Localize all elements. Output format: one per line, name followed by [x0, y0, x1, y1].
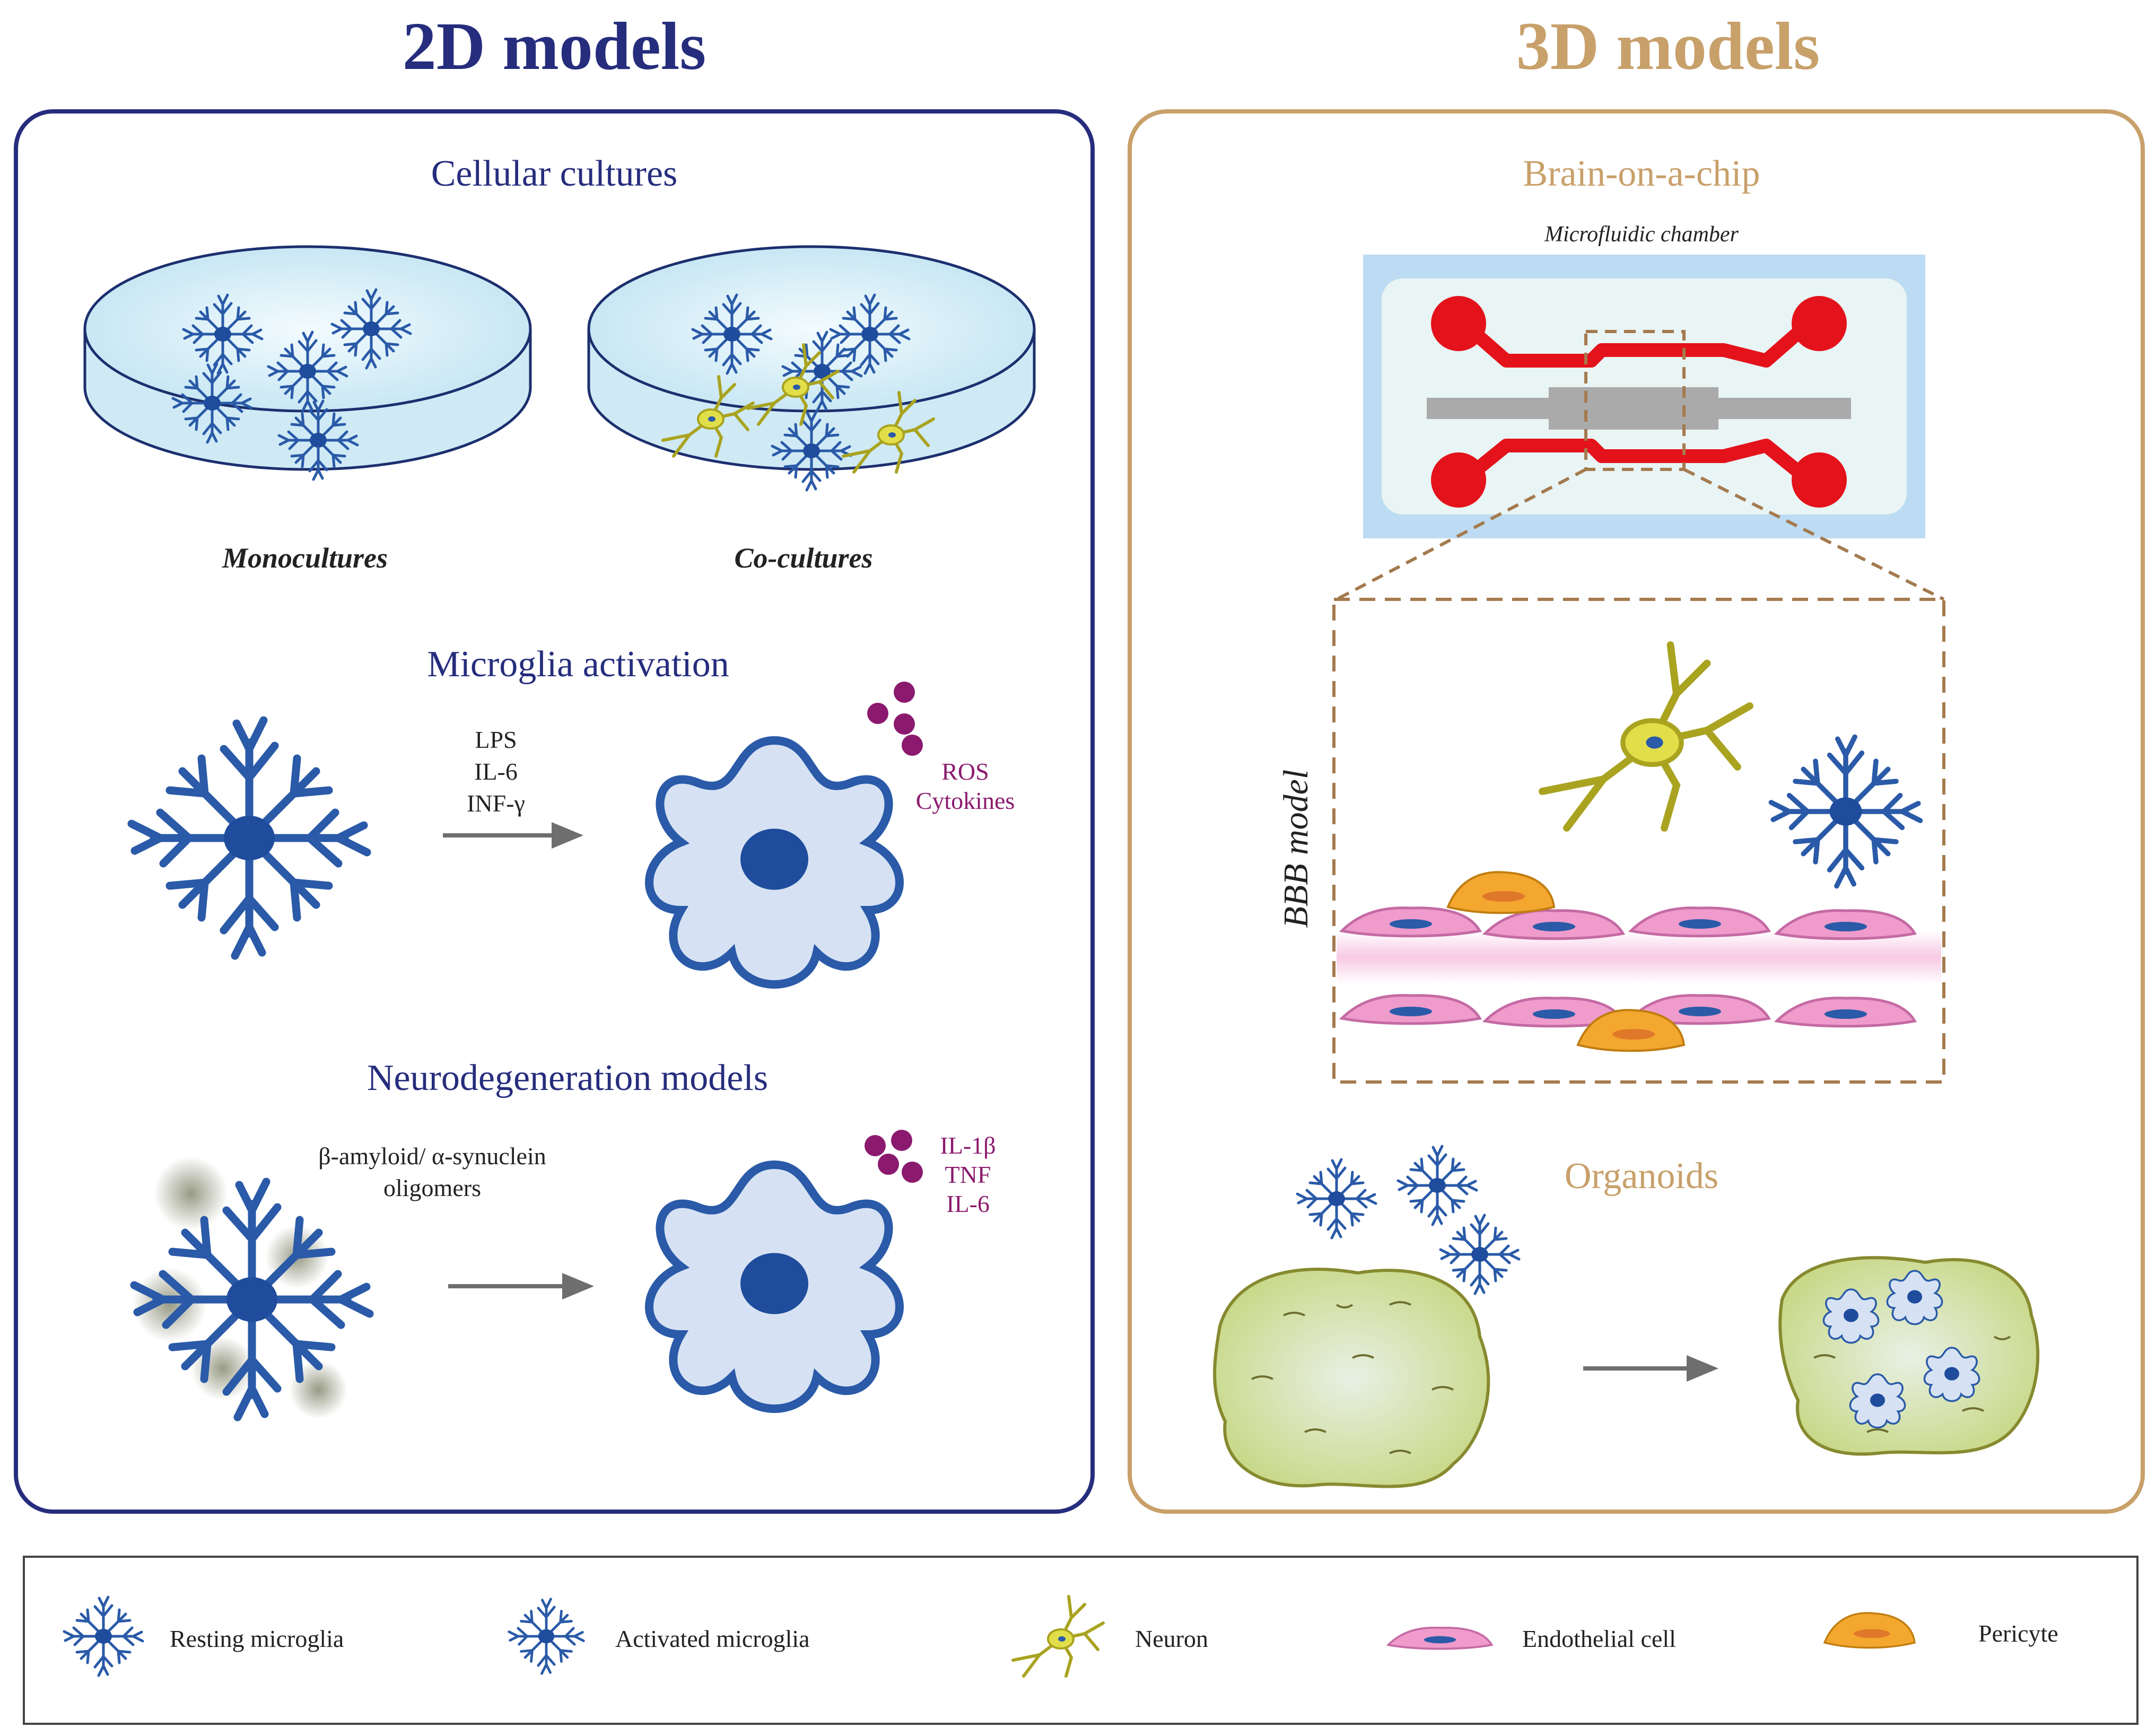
coculture-dish — [587, 245, 1036, 490]
neurodegeneration-arrow — [448, 1273, 594, 1299]
stimulus-inf-gamma: INF-γ — [467, 790, 525, 817]
label-cocultures: Co-cultures — [734, 542, 872, 574]
legend-item-neuron: Neuron — [1013, 1597, 1208, 1676]
output-il1b: IL-1β — [940, 1132, 996, 1159]
output-tnf: TNF — [945, 1161, 991, 1188]
label-monocultures: Monocultures — [222, 542, 388, 574]
legend-label-endothelial: Endothelial cell — [1522, 1625, 1676, 1652]
bbb-model-box — [1332, 598, 1945, 1084]
activation-arrow — [443, 822, 583, 849]
legend-label-pericyte: Pericyte — [1978, 1620, 2058, 1647]
activated-microglia-large — [649, 740, 900, 984]
organoid-left — [1213, 1268, 1490, 1488]
legend-label-activated: Activated microglia — [615, 1625, 810, 1652]
stimulus-lps: LPS — [475, 726, 517, 753]
label-microfluidic-chamber: Microfluidic chamber — [1544, 222, 1739, 247]
output-cytokines: Cytokines — [916, 787, 1015, 814]
resting-microglia-large — [132, 720, 367, 956]
heading-neurodegeneration: Neurodegeneration models — [367, 1058, 768, 1098]
heading-cellular-cultures: Cellular cultures — [431, 153, 678, 194]
legend-box — [23, 1556, 2138, 1725]
organoid-arrow — [1583, 1355, 1718, 1382]
ros-dots — [867, 682, 923, 756]
cytokine-dots — [865, 1130, 923, 1183]
organoid-right — [1778, 1256, 2040, 1456]
legend-item-resting: Resting microglia — [64, 1597, 344, 1676]
heading-brain-on-chip: Brain-on-a-chip — [1523, 153, 1760, 194]
legend-label-neuron: Neuron — [1135, 1625, 1208, 1652]
legend-item-endothelial: Endothelial cell — [1387, 1625, 1676, 1652]
output-il6: IL-6 — [946, 1190, 990, 1217]
activated-microglia-neuro — [649, 1165, 900, 1409]
title-2d-models: 2D models — [403, 8, 706, 84]
pericyte-top — [1447, 871, 1555, 914]
output-ros: ROS — [941, 758, 989, 785]
heading-microglia-activation: Microglia activation — [427, 644, 729, 685]
stimulus-oligomers: oligomers — [383, 1174, 481, 1201]
microglia-bbb — [1771, 737, 1920, 886]
zoom-line-left — [1336, 468, 1587, 601]
zoom-line-right — [1683, 468, 1945, 601]
heading-organoids: Organoids — [1565, 1156, 1718, 1197]
legend-label-resting: Resting microglia — [170, 1625, 344, 1652]
panel-2d — [14, 109, 1095, 1514]
stimulus-il6: IL-6 — [474, 758, 518, 785]
legend-item-pericyte: Pericyte — [1823, 1612, 2058, 1649]
label-bbb-model: BBB model — [1277, 770, 1315, 928]
legend-item-activated: Activated microglia — [509, 1599, 810, 1674]
title-3d-models: 3D models — [1516, 8, 1820, 84]
neuron-bbb — [1542, 645, 1750, 828]
monoculture-dish — [83, 245, 532, 479]
stimulus-amyloid: β-amyloid/ α-synuclein — [318, 1142, 546, 1170]
microfluidic-chip — [1363, 255, 1925, 538]
panel-3d — [1128, 109, 2145, 1514]
